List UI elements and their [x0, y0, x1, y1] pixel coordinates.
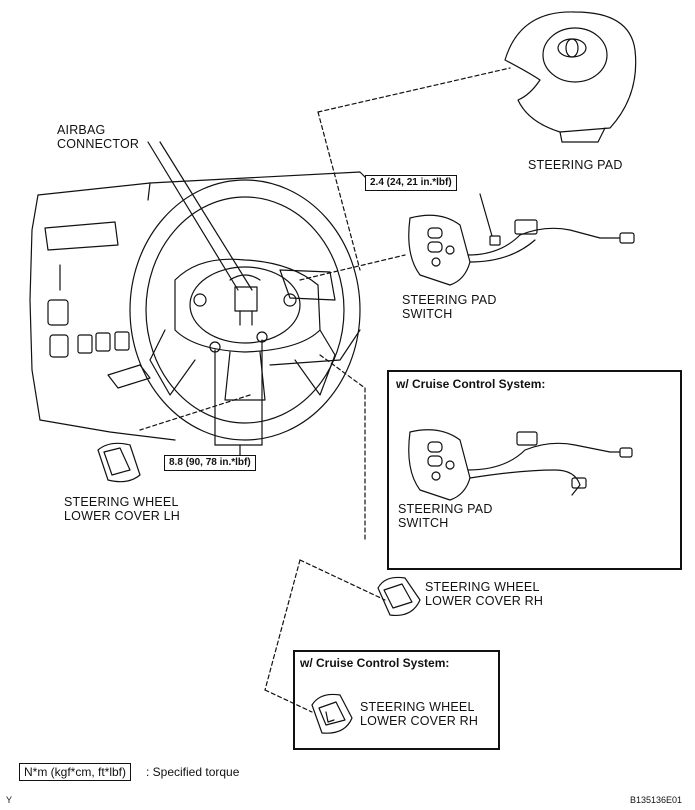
lower-cover-rh-label-line2: LOWER COVER RH — [425, 594, 544, 608]
cruise-cover-label-line2: LOWER COVER RH — [360, 714, 479, 728]
steering-pad-label: STEERING PAD — [528, 158, 623, 172]
lower-cover-lh-label-line1: STEERING WHEEL — [64, 495, 179, 509]
lower-cover-lh-label-line2: LOWER COVER LH — [64, 509, 181, 523]
cruise-cover-label-line1: STEERING WHEEL — [360, 700, 475, 714]
lower-cover-rh-part — [377, 576, 421, 617]
assembly-dashed-lines — [139, 67, 511, 713]
steering-wheel — [129, 179, 361, 441]
corner-mark-left: Y — [6, 795, 13, 805]
figure-code: B135136E01 — [630, 795, 683, 805]
torque-legend-text: : Specified torque — [146, 765, 240, 779]
airbag-bolt-brackets — [209, 331, 268, 456]
cruise-control-box-switch-title: w/ Cruise Control System: — [396, 377, 546, 391]
airbag-connector-label-line2: CONNECTOR — [57, 137, 140, 151]
steering-pad-part — [504, 11, 637, 143]
airbag-connector-leaders — [147, 141, 258, 326]
cruise-control-box-switch — [387, 370, 682, 570]
cruise-switch-label-line1: STEERING PAD — [398, 502, 493, 516]
lower-cover-lh-part — [97, 442, 141, 483]
pad-switch-label-line1: STEERING PAD — [402, 293, 497, 307]
cruise-control-box-cover — [293, 650, 500, 750]
cruise-control-box-cover-title: w/ Cruise Control System: — [300, 656, 450, 670]
steering-pad-switch-part — [408, 193, 635, 286]
airbag-bolt-torque-spec: 8.8 (90, 78 in.*lbf) — [164, 455, 256, 471]
torque-legend-key: N*m (kgf*cm, ft*lbf) — [19, 763, 132, 781]
lower-cover-rh-label-line1: STEERING WHEEL — [425, 580, 540, 594]
airbag-connector-label-line1: AIRBAG — [57, 123, 106, 137]
pad-switch-label-line2: SWITCH — [402, 307, 453, 321]
pad-switch-torque-spec: 2.4 (24, 21 in.*lbf) — [365, 175, 457, 191]
cruise-switch-part — [408, 429, 633, 501]
cruise-switch-label-line2: SWITCH — [398, 516, 449, 530]
cruise-cover-rh-part — [311, 693, 353, 734]
